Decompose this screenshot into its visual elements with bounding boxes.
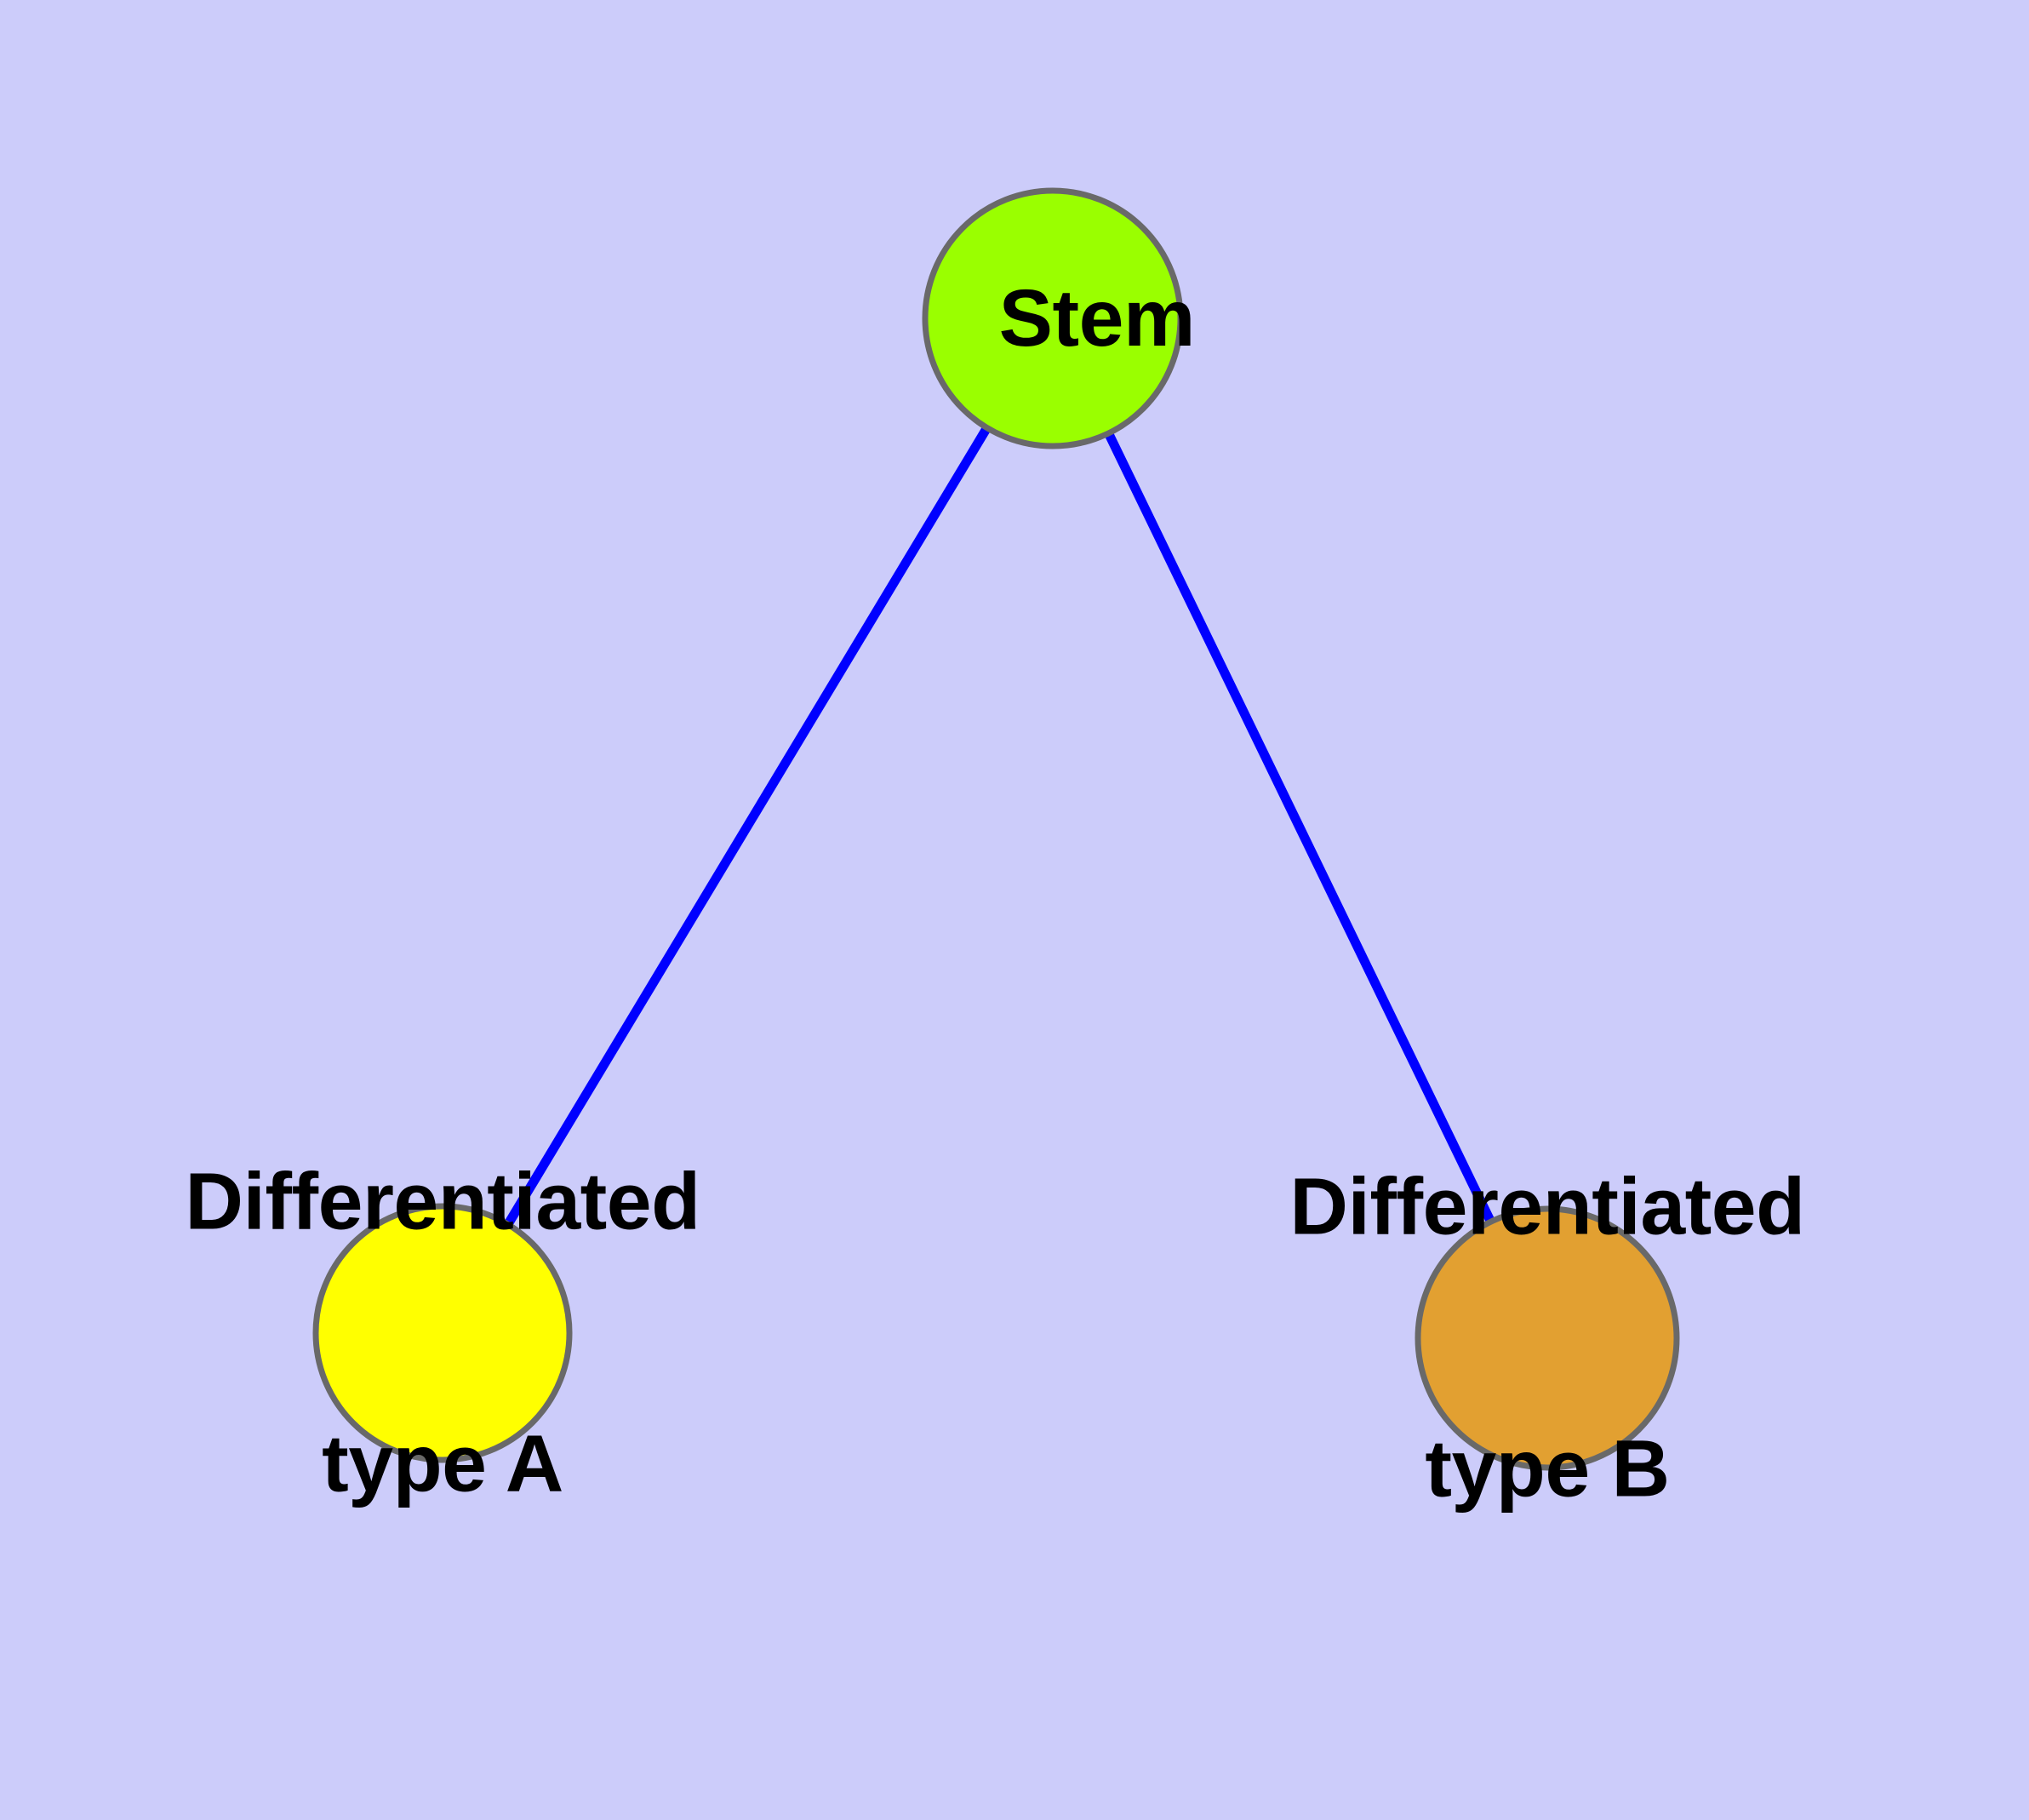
node-layer [312, 187, 1680, 1471]
node-differentiated-type-b[interactable] [1415, 1205, 1680, 1471]
node-differentiated-type-a[interactable] [312, 1203, 573, 1463]
edge-layer [505, 426, 1495, 1226]
node-stem[interactable] [922, 187, 1184, 449]
edge-stem-to-diff-b[interactable] [1105, 432, 1495, 1222]
edge-stem-to-diff-a[interactable] [505, 426, 991, 1226]
